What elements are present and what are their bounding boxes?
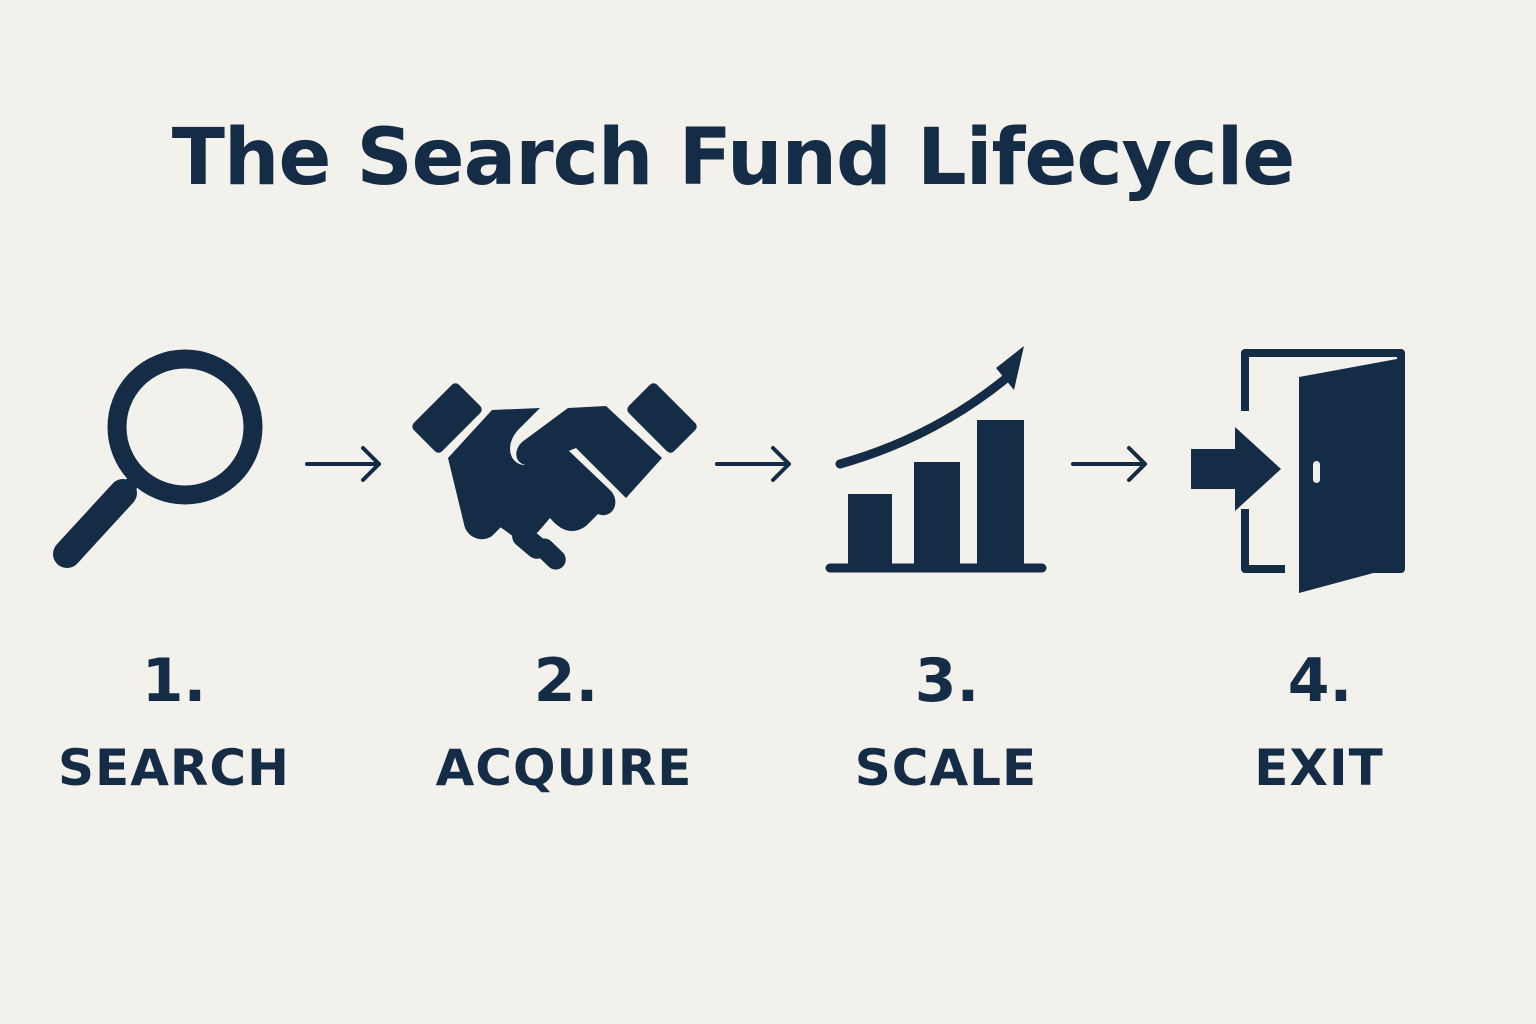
growth-bar-chart-icon xyxy=(822,338,1054,578)
step-number-2: 2. xyxy=(533,646,599,716)
diagram-title: The Search Fund Lifecycle xyxy=(171,113,1296,203)
step-label-search: SEARCH xyxy=(58,739,290,797)
step-number-3: 3. xyxy=(914,646,980,716)
right-arrow-icon xyxy=(713,444,793,484)
right-arrow-icon xyxy=(1069,444,1149,484)
step-label-exit: EXIT xyxy=(1254,739,1384,797)
right-arrow-icon xyxy=(303,444,383,484)
step-number-4: 4. xyxy=(1287,646,1353,716)
magnifying-glass-icon xyxy=(40,335,280,580)
step-number-1: 1. xyxy=(141,646,207,716)
exit-door-icon xyxy=(1185,345,1415,600)
handshake-icon xyxy=(400,368,710,578)
step-label-acquire: ACQUIRE xyxy=(435,739,693,797)
step-label-scale: SCALE xyxy=(854,739,1038,797)
